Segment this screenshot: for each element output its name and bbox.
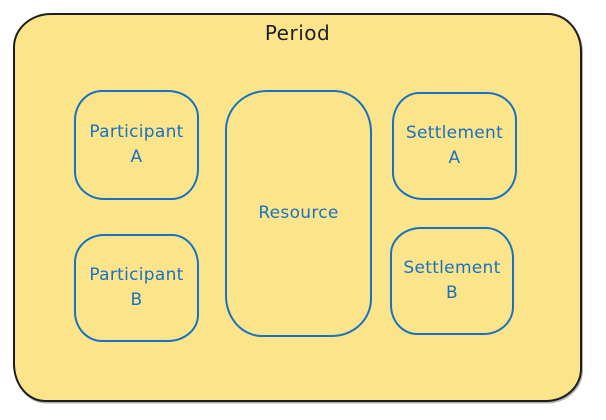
node-settlement-a: Settlement A	[392, 92, 517, 200]
node-resource-label: Resource	[258, 202, 339, 223]
frame-title: Period	[264, 21, 331, 45]
node-settlement-b: Settlement B	[390, 227, 514, 335]
node-participant-a-label: Participant A	[89, 121, 184, 168]
node-settlement-a-label: Settlement A	[405, 122, 504, 169]
node-resource: Resource	[225, 90, 372, 337]
node-settlement-b-label: Settlement B	[403, 257, 501, 304]
node-participant-a: Participant A	[74, 90, 199, 200]
node-participant-b-label: Participant B	[89, 264, 184, 311]
period-frame: Period Participant A Participant B Resou…	[13, 13, 582, 402]
node-participant-b: Participant B	[74, 234, 199, 342]
